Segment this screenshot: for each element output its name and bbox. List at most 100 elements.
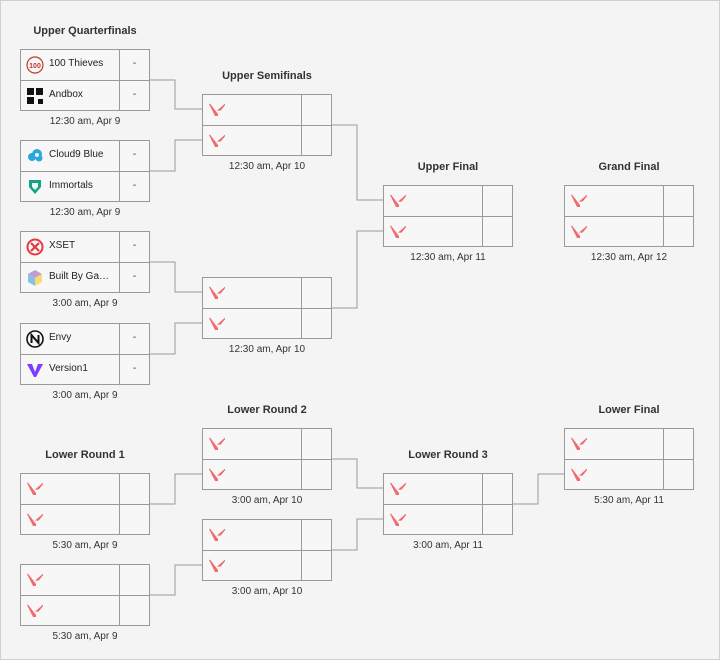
tbd-slot[interactable] [203,460,331,490]
tbd-slot[interactable] [384,217,512,247]
built-by-gamers-icon [26,269,44,287]
tbd-slot[interactable] [384,474,512,504]
team-score: - [132,271,137,282]
score-divider [119,565,120,626]
valorant-icon [208,315,226,333]
team-slot[interactable]: Built By Gam… - [21,263,149,293]
tbd-slot[interactable] [384,186,512,216]
team-name: Immortals [49,180,93,191]
slot-divider [21,80,149,81]
round-title-upper-semifinals: Upper Semifinals [222,70,312,82]
tbd-slot[interactable] [21,474,149,504]
team-slot[interactable]: Immortals- [21,172,149,202]
match-lr1a [20,473,150,535]
match-time: 12:30 am, Apr 10 [228,344,306,355]
tbd-slot[interactable] [203,520,331,550]
valorant-icon [570,192,588,210]
slot-divider [203,125,331,126]
tbd-slot[interactable] [565,460,693,490]
team-slot[interactable]: Envy - [21,324,149,354]
tbd-slot[interactable] [565,217,693,247]
match-uf [383,185,513,247]
valorant-icon [208,132,226,150]
valorant-icon [208,435,226,453]
team-name: Built By Gam… [49,271,117,282]
slot-divider [21,171,149,172]
connector-lr1b-lr2b [149,564,202,596]
match-time: 5:30 am, Apr 9 [52,631,118,642]
team-slot[interactable]: Cloud9 Blue- [21,141,149,171]
tbd-slot[interactable] [203,551,331,581]
round-title-lower-round-1: Lower Round 1 [45,449,125,461]
valorant-icon [26,511,44,529]
team-name: Envy [49,332,72,343]
valorant-icon [389,511,407,529]
match-time: 3:00 am, Apr 10 [231,586,303,597]
tbd-slot[interactable] [384,505,512,535]
team-score: - [132,149,137,160]
match-uq4: Envy-Version1- [20,323,150,385]
tbd-slot[interactable] [565,186,693,216]
tbd-slot[interactable] [203,126,331,156]
connector-lr3-lf [512,473,564,505]
match-lr3 [383,473,513,535]
match-lr1b [20,564,150,626]
slot-divider [565,216,693,217]
score-divider [119,232,120,293]
tbd-slot[interactable] [203,429,331,459]
valorant-icon [26,480,44,498]
team-slot[interactable]: XSET- [21,232,149,262]
valorant-icon [208,466,226,484]
match-us2 [202,277,332,339]
valorant-icon [570,466,588,484]
match-lf [564,428,694,490]
slot-divider [21,262,149,263]
valorant-icon [208,284,226,302]
version1-icon [26,361,44,379]
tbd-slot[interactable] [203,95,331,125]
slot-divider [565,459,693,460]
tbd-slot[interactable] [203,309,331,339]
match-time: 3:00 am, Apr 9 [52,390,118,401]
tbd-slot[interactable] [21,596,149,626]
tbd-slot[interactable] [21,565,149,595]
team-slot[interactable]: 100 100 Thieves - [21,50,149,80]
cloud9-icon [26,147,44,165]
team-name: 100 Thieves [49,58,104,69]
valorant-icon [570,435,588,453]
tbd-slot[interactable] [203,278,331,308]
slot-divider [203,308,331,309]
connector-us2-uf [331,230,383,309]
score-divider [663,429,664,490]
connector-uq1-us1 [149,79,202,110]
team-score: - [132,89,137,100]
andbox-icon [26,87,44,105]
match-gf [564,185,694,247]
connector-us1-uf [331,124,383,201]
team-score: - [132,363,137,374]
slot-divider [21,595,149,596]
match-time: 12:30 am, Apr 9 [49,207,121,218]
team-score: - [132,58,137,69]
team-score: - [132,332,137,343]
slot-divider [384,504,512,505]
round-title-lower-round-2: Lower Round 2 [227,404,307,416]
team-slot[interactable]: Andbox - [21,81,149,111]
round-title-upper-quarterfinals: Upper Quarterfinals [33,25,137,37]
slot-divider [384,216,512,217]
valorant-icon [26,571,44,589]
match-time: 3:00 am, Apr 11 [413,540,483,551]
valorant-icon [26,602,44,620]
tbd-slot[interactable] [21,505,149,535]
round-title-lower-final: Lower Final [598,404,660,416]
team-name: Andbox [49,89,83,100]
slot-divider [203,459,331,460]
immortals-icon [26,178,44,196]
tbd-slot[interactable] [565,429,693,459]
connector-uq4-us2 [149,322,202,355]
svg-text:100: 100 [29,63,41,70]
score-divider [119,141,120,202]
envy-icon [26,330,44,348]
team-slot[interactable]: Version1- [21,355,149,385]
